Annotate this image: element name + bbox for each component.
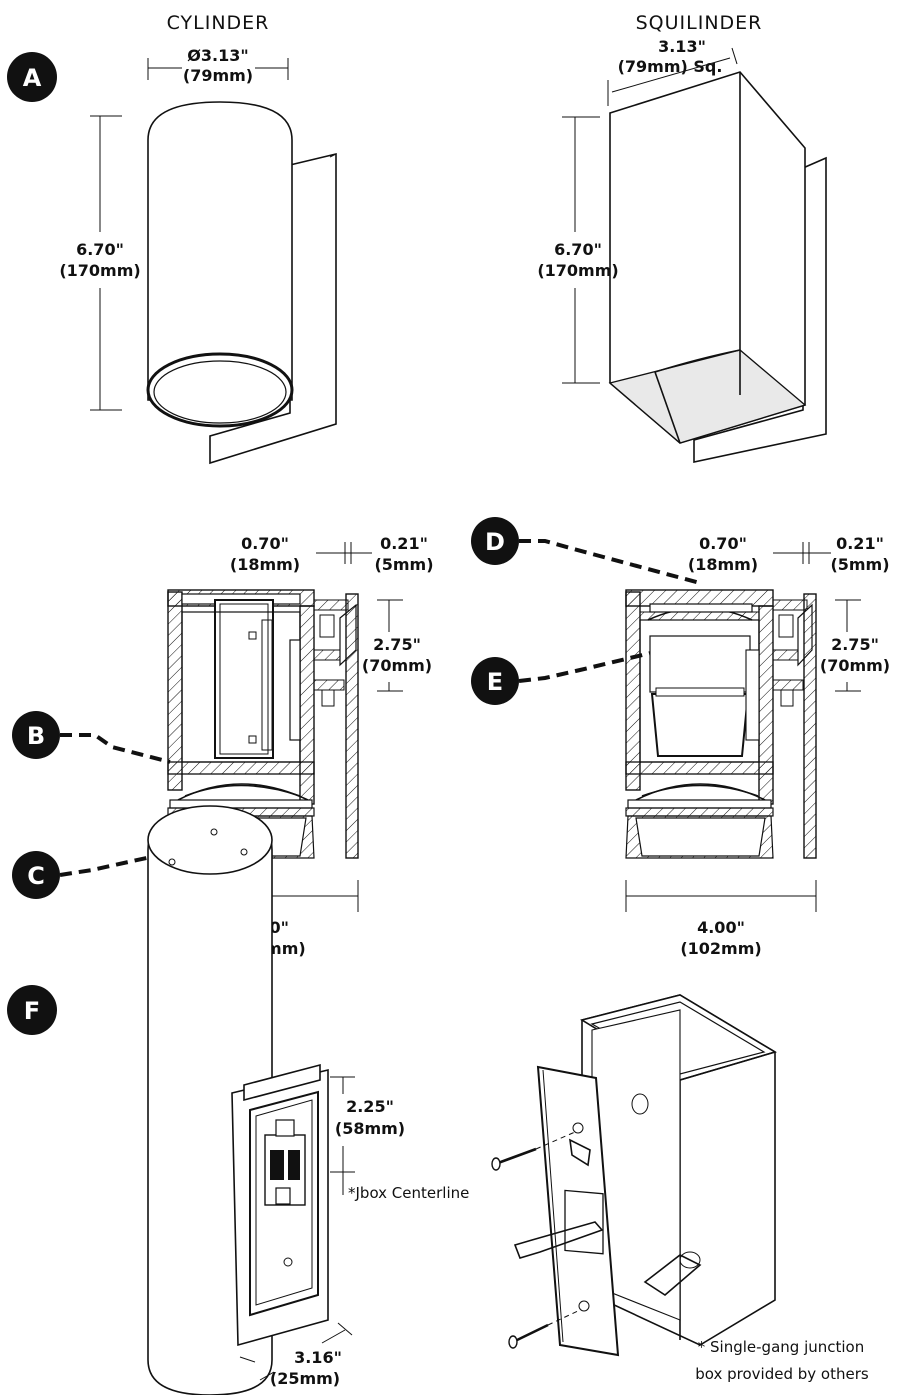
mount-dim-h: 2.25": [346, 1097, 394, 1116]
right-dim-b-mm: (5mm): [830, 555, 889, 574]
left-dim-b-mm: (5mm): [374, 555, 433, 574]
right-dim-w-mm: (102mm): [680, 939, 761, 958]
badge-d-label: D: [485, 528, 505, 556]
leader-e: [518, 650, 656, 683]
mount-dim-w-mm: (25mm): [270, 1369, 340, 1388]
title-squilinder: SQUILINDER: [636, 12, 763, 34]
badge-b: B: [12, 711, 60, 759]
badge-e-label: E: [487, 668, 503, 696]
sq-width-mm: (79mm) Sq.: [618, 57, 723, 76]
mount-dim-h-mm: (58mm): [335, 1119, 405, 1138]
badge-f: F: [7, 985, 57, 1035]
badge-b-label: B: [27, 722, 45, 750]
sq-width: 3.13": [658, 37, 706, 56]
badge-a: A: [7, 52, 57, 102]
title-cylinder: CYLINDER: [167, 12, 270, 34]
right-dim-a-mm: (18mm): [688, 555, 758, 574]
badge-e: E: [471, 657, 519, 705]
junction-box: [491, 994, 777, 1357]
badge-c-label: C: [27, 862, 45, 890]
jbox-note-line2: box provided by others: [695, 1365, 869, 1383]
badge-c: C: [12, 851, 60, 899]
badge-f-label: F: [24, 997, 40, 1025]
cyl-diameter-mm: (79mm): [183, 66, 253, 85]
badge-a-label: A: [23, 64, 42, 92]
jbox-note-line1: * Single-gang junction: [698, 1338, 864, 1356]
mount-dim-w: 3.16": [294, 1348, 342, 1367]
right-dim-a: 0.70": [699, 534, 747, 553]
squilinder-elevation: [562, 47, 827, 463]
right-dim-w: 4.00": [697, 918, 745, 937]
left-dim-c-mm: (70mm): [362, 656, 432, 675]
cyl-height: 6.70": [76, 240, 124, 259]
leader-b: [60, 733, 171, 764]
badge-d: D: [471, 517, 519, 565]
right-dim-b: 0.21": [836, 534, 884, 553]
right-dim-c-mm: (70mm): [820, 656, 890, 675]
right-dim-c: 2.75": [831, 635, 879, 654]
jbox-centerline-label: *Jbox Centerline: [348, 1184, 469, 1202]
cyl-diameter: Ø3.13": [187, 46, 248, 65]
cyl-height-mm: (170mm): [59, 261, 140, 280]
sq-height: 6.70": [554, 240, 602, 259]
left-dim-c: 2.75": [373, 635, 421, 654]
left-dim-b: 0.21": [380, 534, 428, 553]
left-dim-a-mm: (18mm): [230, 555, 300, 574]
mounting-cylinder: [147, 805, 355, 1396]
left-dim-a: 0.70": [241, 534, 289, 553]
cylinder-elevation: [90, 58, 337, 465]
squilinder-section: [625, 542, 861, 912]
sq-height-mm: (170mm): [537, 261, 618, 280]
leader-d: [519, 539, 701, 585]
